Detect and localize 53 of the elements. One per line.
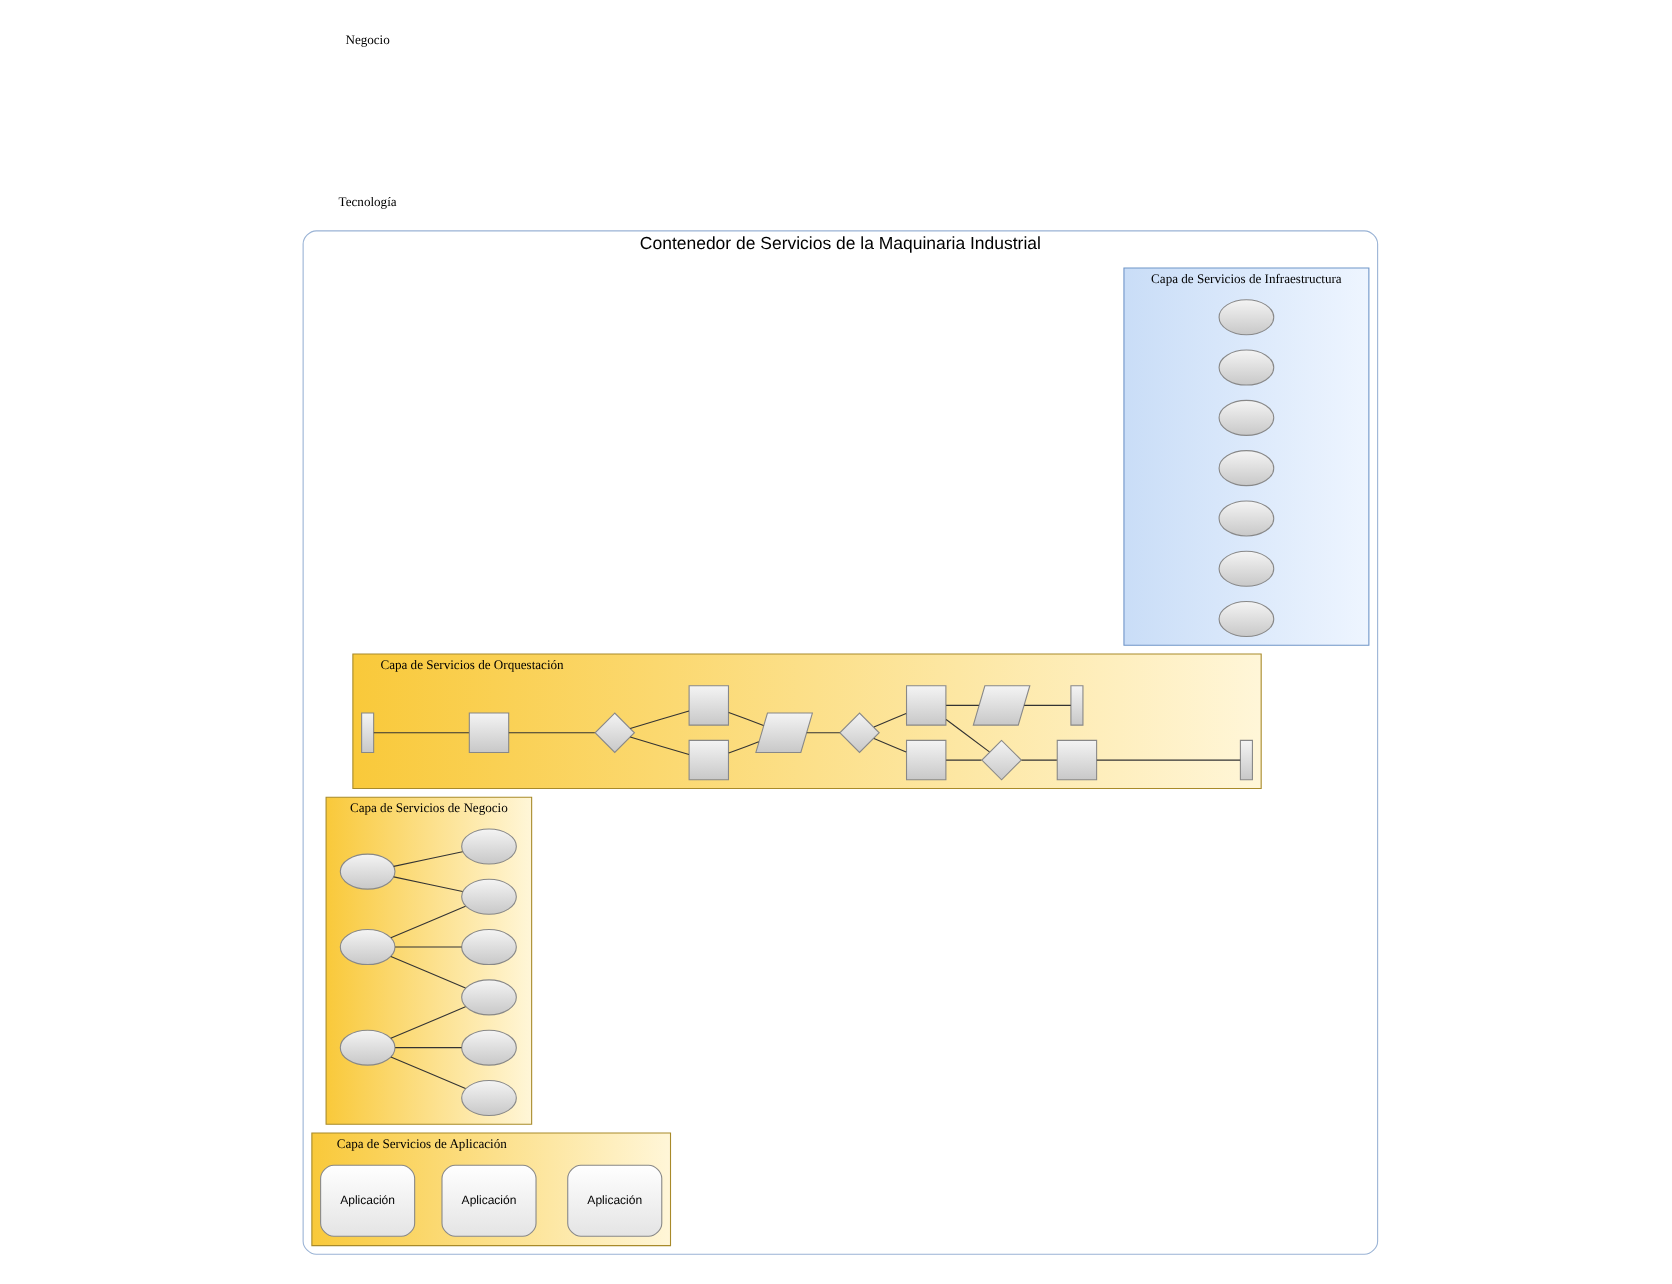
connector — [728, 741, 760, 754]
connector — [508, 732, 596, 734]
connector — [394, 946, 463, 948]
connector — [1020, 759, 1058, 761]
connector — [945, 718, 990, 753]
node-ellipse — [461, 979, 517, 1016]
connector — [390, 1056, 467, 1090]
node-parallelogram — [972, 685, 1031, 726]
connector — [1023, 704, 1072, 706]
node-box — [906, 685, 947, 726]
connector — [373, 732, 470, 734]
node-box — [688, 685, 729, 726]
node-ellipse — [461, 828, 517, 865]
node-bar — [1070, 685, 1084, 726]
connector — [873, 737, 907, 753]
connector — [393, 876, 464, 892]
connector — [629, 710, 690, 730]
node-box — [1056, 739, 1098, 781]
node-box — [906, 739, 947, 781]
connector — [945, 704, 980, 706]
connector — [390, 955, 467, 989]
connector — [945, 759, 982, 761]
node-box — [688, 739, 729, 781]
node-diamond — [981, 739, 1023, 781]
connector — [390, 905, 467, 939]
connector — [394, 1047, 463, 1049]
node-bar — [1239, 739, 1253, 781]
connector — [629, 736, 690, 756]
node-ellipse — [461, 1029, 517, 1066]
connector — [1096, 759, 1241, 761]
node-ellipse — [1218, 601, 1275, 638]
connector — [390, 1006, 467, 1039]
node-ellipse — [339, 1029, 396, 1066]
node-ellipse — [1218, 450, 1275, 487]
node-ellipse — [461, 878, 517, 915]
connector — [728, 711, 765, 726]
connector — [806, 732, 841, 734]
node-diamond — [839, 712, 880, 754]
node-ellipse — [339, 853, 396, 890]
node-ellipse — [339, 929, 396, 966]
node-ellipse — [1218, 349, 1275, 386]
node-ellipse — [461, 1079, 517, 1116]
node-parallelogram — [755, 712, 814, 753]
node-ellipse — [1218, 550, 1275, 587]
node-ellipse — [1218, 500, 1275, 537]
node-ellipse — [1218, 399, 1275, 436]
node-ellipse — [1218, 299, 1275, 336]
node-bar — [361, 712, 375, 753]
connector — [873, 712, 907, 728]
connector — [393, 851, 464, 867]
node-box — [468, 712, 510, 753]
node-ellipse — [461, 929, 517, 966]
node-diamond — [594, 712, 636, 754]
